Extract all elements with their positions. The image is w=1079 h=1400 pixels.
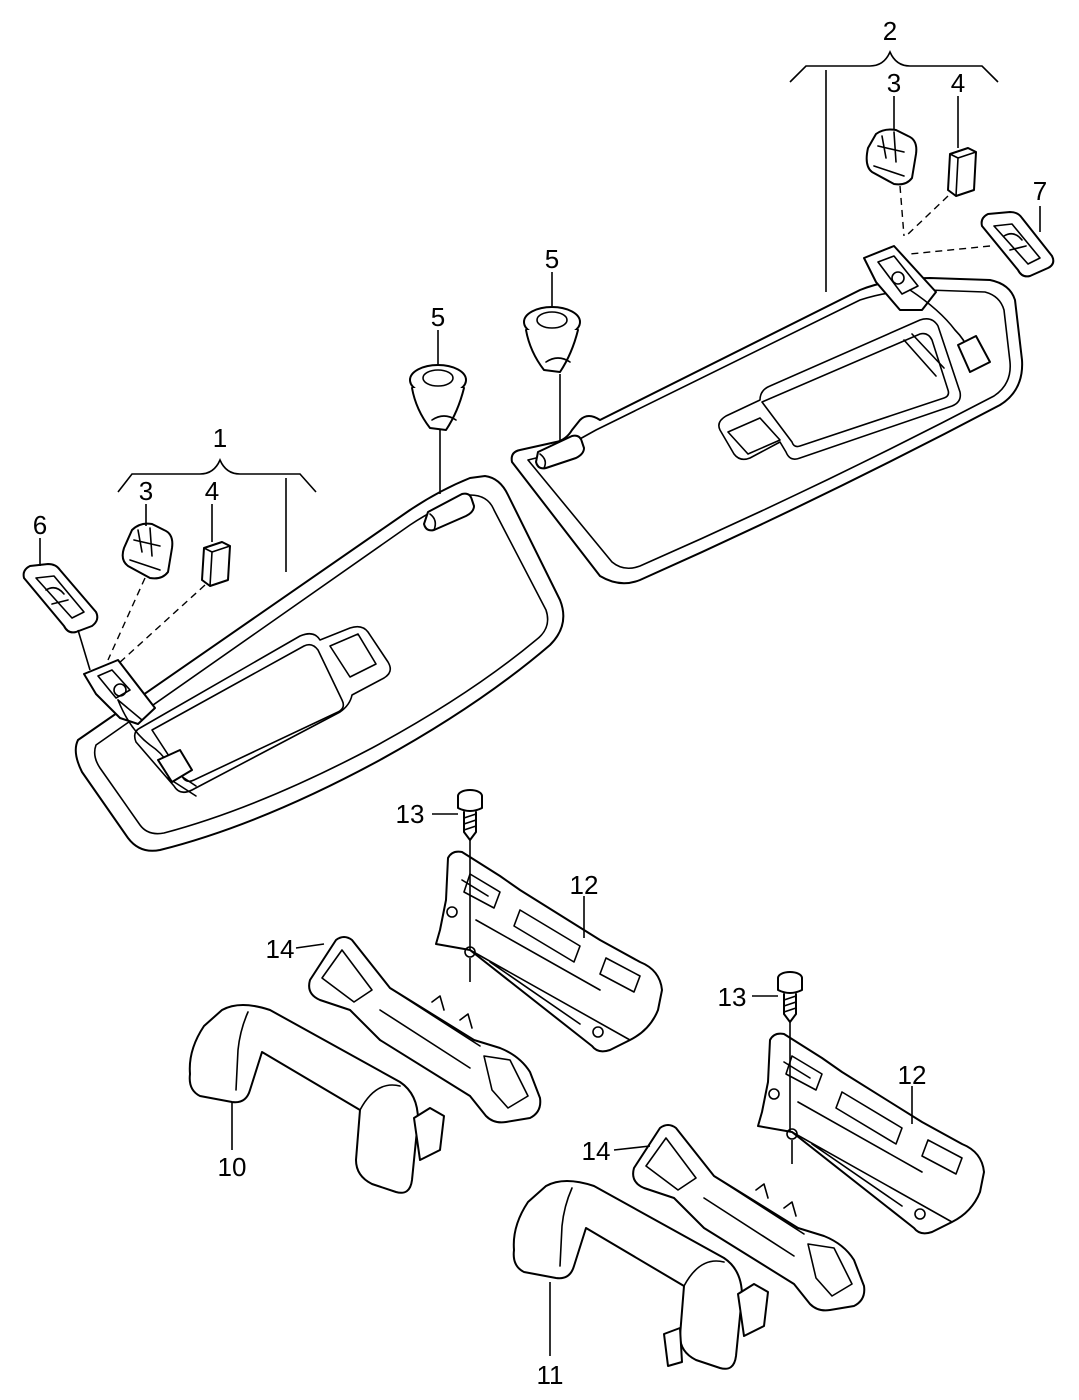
callout-14-upper: 14 <box>266 934 295 964</box>
clip-3-left <box>121 522 174 580</box>
screw-13-lower <box>777 971 803 1132</box>
callout-4-right: 4 <box>951 68 965 98</box>
grab-handle-11 <box>512 1180 769 1370</box>
screw-13-upper <box>457 789 483 950</box>
callout-2: 2 <box>883 16 897 46</box>
assembly-lines <box>77 185 991 671</box>
cover-7 <box>980 211 1055 278</box>
right-sun-visor <box>510 245 1024 585</box>
handle-trim-14-lower <box>632 1124 866 1312</box>
callout-1: 1 <box>213 423 227 453</box>
callout-4-left: 4 <box>205 476 219 506</box>
bearing-5-right <box>523 306 581 373</box>
callout-12-lower: 12 <box>898 1060 927 1090</box>
handle-trim-14-upper <box>308 936 542 1124</box>
callout-6: 6 <box>33 510 47 540</box>
mounting-bracket-12-lower <box>757 1032 985 1235</box>
callout-3-left: 3 <box>139 476 153 506</box>
callout-5-right: 5 <box>545 244 559 274</box>
leader-lines <box>39 49 1041 1151</box>
bearing-5-left <box>409 364 467 431</box>
cover-4-right <box>947 147 977 197</box>
callout-7: 7 <box>1033 176 1047 206</box>
callout-labels: 1 2 3 4 3 4 5 5 6 7 10 11 12 12 13 13 14… <box>33 16 1047 1390</box>
callout-14-lower: 14 <box>582 1136 611 1166</box>
cover-4-left <box>201 541 231 587</box>
left-sun-visor <box>74 475 565 852</box>
callout-3-right: 3 <box>887 68 901 98</box>
cover-6 <box>22 563 99 634</box>
callout-11: 11 <box>537 1360 564 1390</box>
clip-3-right <box>865 128 918 186</box>
callout-12-upper: 12 <box>570 870 599 900</box>
grab-handle-10 <box>188 1004 445 1194</box>
callout-10: 10 <box>218 1152 247 1182</box>
callout-13-upper: 13 <box>396 799 425 829</box>
callout-5-left: 5 <box>431 302 445 332</box>
mounting-bracket-12-upper <box>435 850 663 1053</box>
callout-13-lower: 13 <box>718 982 747 1012</box>
